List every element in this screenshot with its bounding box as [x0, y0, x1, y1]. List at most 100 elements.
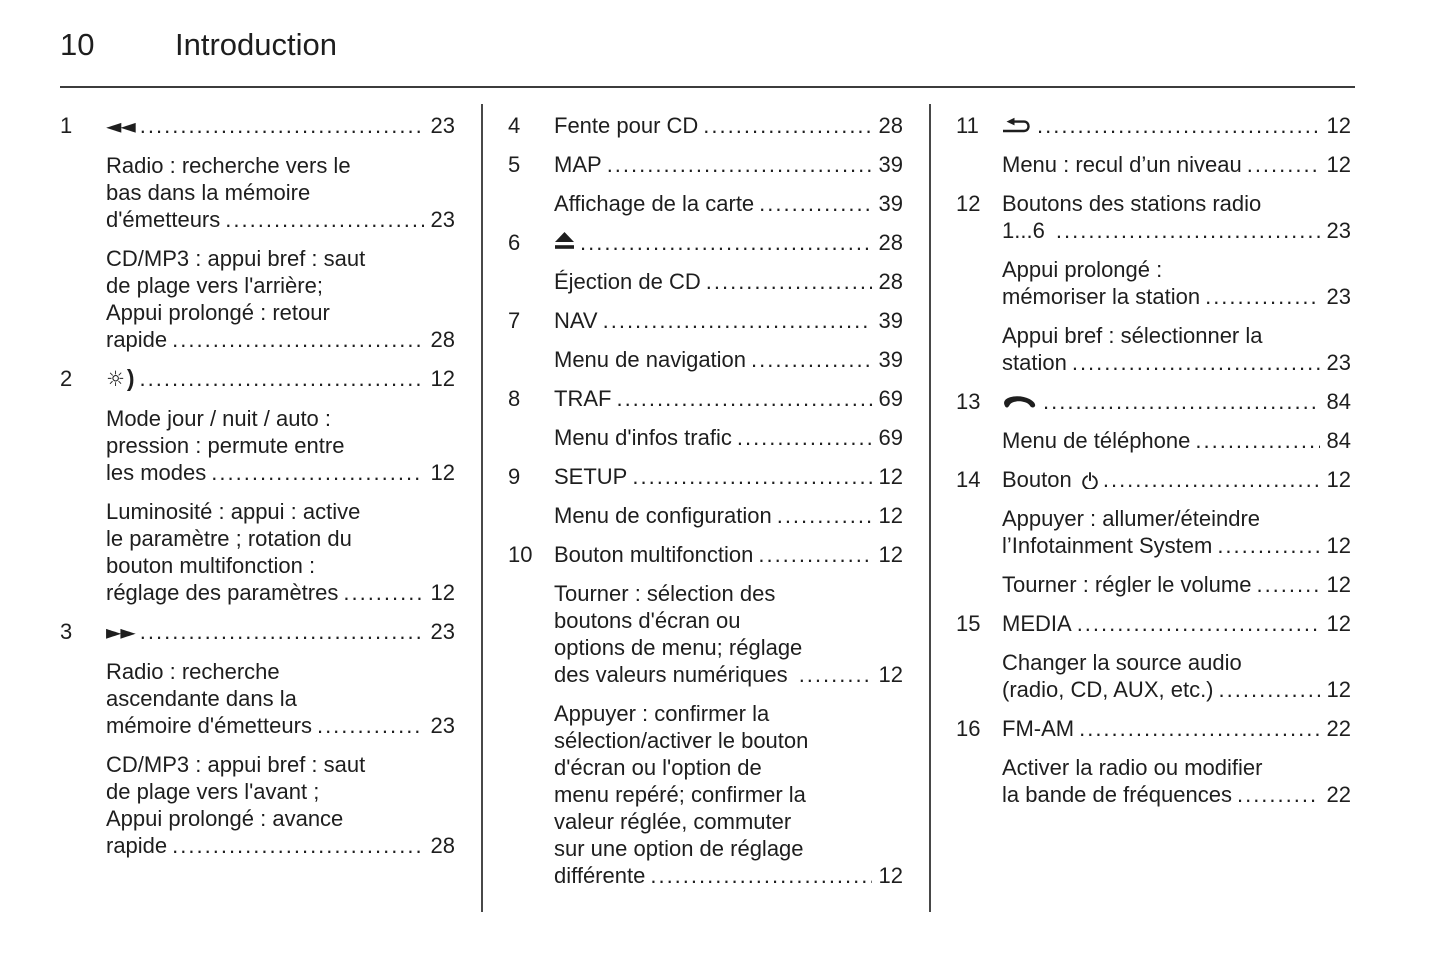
- dot-leader: [737, 424, 872, 451]
- toc-line: Bouton multifonction12: [554, 541, 903, 568]
- target-page-number: 28: [878, 113, 903, 138]
- toc-line: Boutons des stations radio: [1002, 190, 1351, 217]
- toc-line: de plage vers l'avant ;: [106, 778, 455, 805]
- entry-main-line: SETUP12: [554, 463, 903, 490]
- line-text: bouton multifonction :: [106, 553, 316, 578]
- line-text: Mode jour / nuit / auto :: [106, 406, 332, 431]
- toc-line: ascendante dans la: [106, 685, 455, 712]
- toc-line: de plage vers l'arrière;: [106, 272, 455, 299]
- entry-number: 1: [60, 113, 73, 138]
- line-text: Menu : recul d’un niveau: [1002, 152, 1242, 177]
- toc-line: rapide28: [106, 326, 455, 353]
- line-text: Tourner : régler le volume: [1002, 572, 1252, 597]
- dot-leader: [1056, 217, 1320, 244]
- toc-line: CD/MP3 : appui bref : saut: [106, 245, 455, 272]
- entry-main-line: Bouton 12: [1002, 466, 1351, 493]
- entry-number: 6: [508, 230, 521, 255]
- phone-icon: [1002, 394, 1038, 409]
- moon-icon: ): [126, 365, 135, 391]
- column-divider: [929, 104, 931, 912]
- dot-leader: [1256, 571, 1319, 598]
- line-text: MEDIA: [1002, 611, 1072, 636]
- line-text: (radio, CD, AUX, etc.): [1002, 677, 1214, 702]
- dot-leader: [317, 712, 424, 739]
- toc-line: Radio : recherche vers le: [106, 152, 455, 179]
- entry-description: Appui prolongé :mémoriser la station23: [1002, 256, 1351, 310]
- toc-line: Luminosité : appui : active: [106, 498, 455, 525]
- dot-leader: [172, 832, 423, 859]
- target-page-number: 69: [878, 425, 903, 450]
- line-text: Appuyer : allumer/éteindre: [1002, 506, 1261, 531]
- line-text: Éjection de CD: [554, 269, 701, 294]
- target-page-number: 23: [430, 113, 455, 138]
- entry-number: 8: [508, 386, 521, 411]
- entry-description: Menu de navigation39: [554, 346, 903, 373]
- dot-leader: [1195, 427, 1319, 454]
- line-text: mémoire d'émetteurs: [106, 713, 312, 738]
- target-page-number: 12: [878, 863, 903, 888]
- power-icon: [1082, 472, 1098, 489]
- toc-line: Tourner : régler le volume12: [1002, 571, 1351, 598]
- entry-description: Appui bref : sélectionner lastation23: [1002, 322, 1351, 376]
- entry-main-line: Bouton multifonction12: [554, 541, 903, 568]
- toc-line: Menu d'infos trafic69: [554, 424, 903, 451]
- entry-number: 11: [956, 113, 979, 138]
- line-text: d'écran ou l'option de: [554, 755, 762, 780]
- line-text: Appui bref : sélectionner la: [1002, 323, 1263, 348]
- target-page-number: 12: [1326, 152, 1351, 177]
- line-text: ascendante dans la: [106, 686, 297, 711]
- line-text: différente: [554, 863, 646, 888]
- dot-leader: [759, 190, 871, 217]
- dot-leader: [703, 112, 871, 139]
- entry-main-line: Fente pour CD28: [554, 112, 903, 139]
- toc-entry: 1384Menu de téléphone84: [956, 388, 1351, 454]
- line-text: 1...6: [1002, 218, 1051, 243]
- page-header: 10 Introduction: [60, 26, 1355, 66]
- toc-line: Appuyer : confirmer la: [554, 700, 903, 727]
- toc-line: la bande de fréquences22: [1002, 781, 1351, 808]
- dot-leader: [1077, 610, 1320, 637]
- day-night-icon: ☼): [106, 365, 135, 393]
- toc-line: Appui prolongé : avance: [106, 805, 455, 832]
- line-text: sélection/activer le bouton: [554, 728, 809, 753]
- toc-line: bas dans la mémoire: [106, 179, 455, 206]
- line-text: Appui prolongé :: [1002, 257, 1163, 282]
- entry-number: 7: [508, 308, 521, 333]
- toc-line: d'écran ou l'option de: [554, 754, 903, 781]
- dot-leader: [1079, 715, 1319, 742]
- entry-main-line: ►►23: [106, 618, 455, 646]
- line-text: CD/MP3 : appui bref : saut: [106, 752, 366, 777]
- entry-number: 14: [956, 467, 981, 492]
- line-text: Boutons des stations radio: [1002, 191, 1262, 216]
- dot-leader: [140, 365, 424, 392]
- toc-line: Affichage de la carte39: [554, 190, 903, 217]
- target-page-number: 23: [430, 713, 455, 738]
- line-text: Tourner : sélection des: [554, 581, 776, 606]
- dot-leader: [1043, 388, 1320, 415]
- dot-leader: [758, 541, 871, 568]
- toc-line: d'émetteurs23: [106, 206, 455, 233]
- target-page-number: 69: [878, 386, 903, 411]
- page-title: Introduction: [175, 27, 337, 62]
- target-page-number: 84: [1326, 428, 1351, 453]
- dot-leader: [632, 463, 871, 490]
- toc-entry: 9SETUP12Menu de configuration12: [508, 463, 903, 529]
- line-text: boutons d'écran ou: [554, 608, 741, 633]
- toc-line: bouton multifonction :: [106, 552, 455, 579]
- target-page-number: 39: [878, 152, 903, 177]
- entry-main-line: MEDIA12: [1002, 610, 1351, 637]
- toc-line: Appui prolongé :: [1002, 256, 1351, 283]
- entry-number: 15: [956, 611, 981, 636]
- target-page-number: 12: [1326, 113, 1351, 138]
- dot-leader: [607, 151, 872, 178]
- line-text: Radio : recherche vers le: [106, 153, 351, 178]
- toc-line: Radio : recherche: [106, 658, 455, 685]
- toc-entry: 1112Menu : recul d’un niveau12: [956, 112, 1351, 178]
- target-page-number: 12: [1326, 467, 1351, 492]
